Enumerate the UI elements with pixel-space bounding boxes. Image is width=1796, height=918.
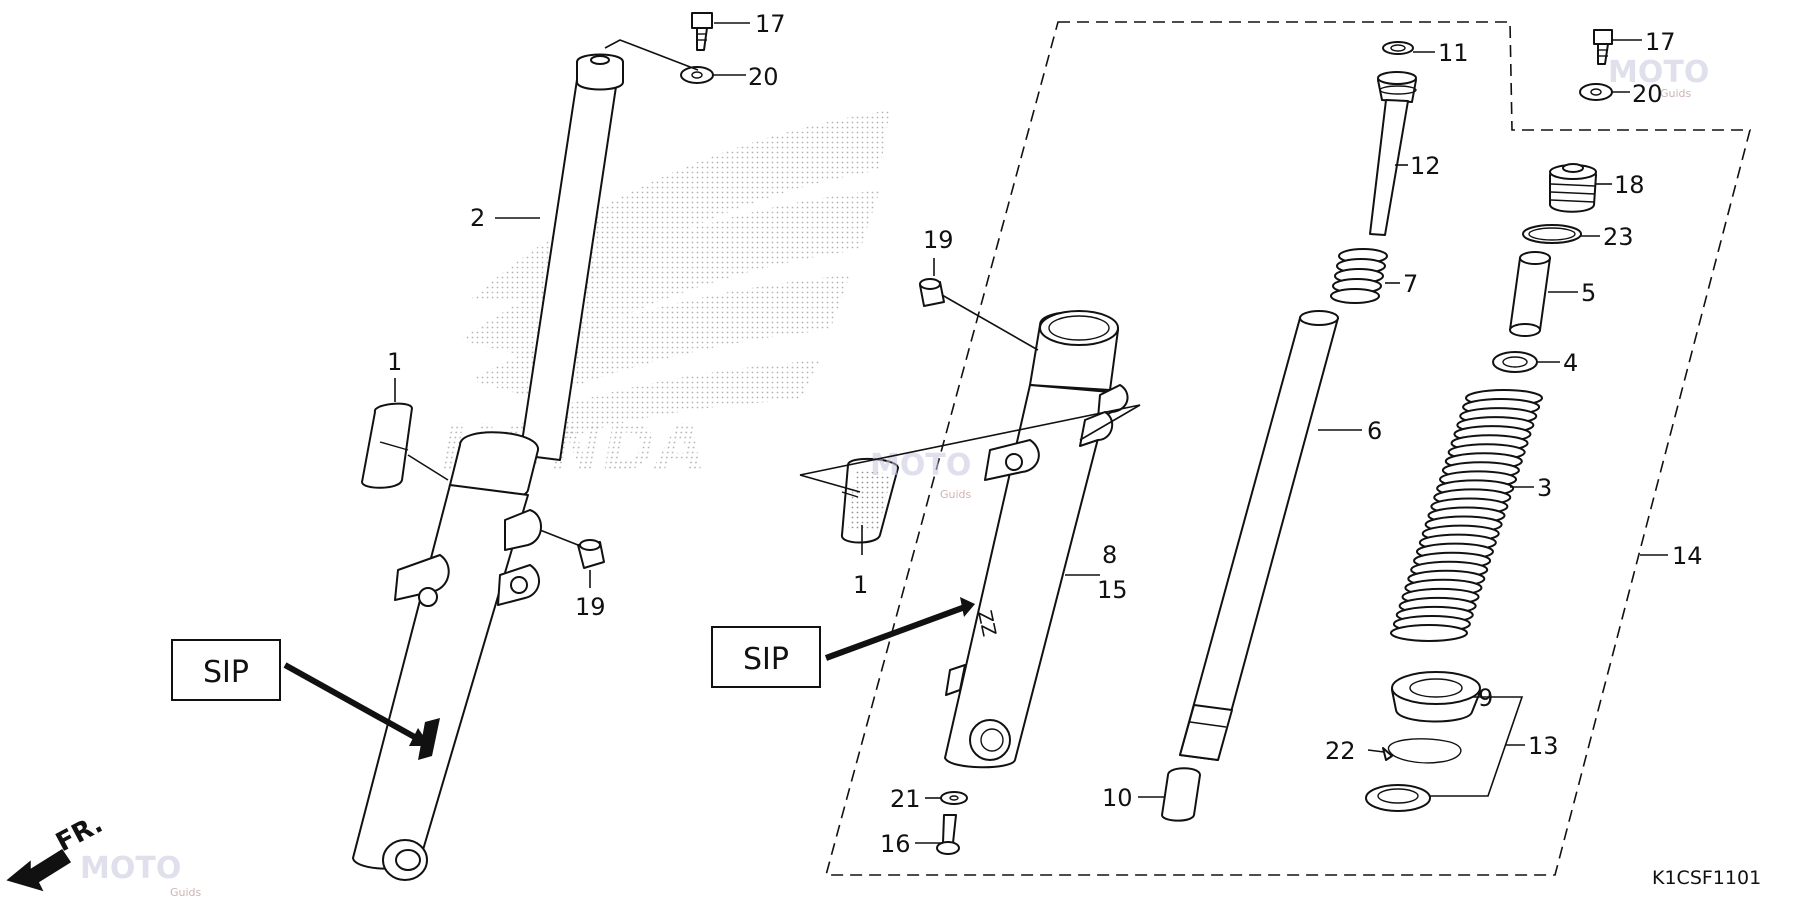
bolt-16	[936, 814, 960, 855]
oil-seal-9	[1391, 671, 1481, 723]
spring-coil	[1390, 624, 1468, 642]
svg-text:Guids: Guids	[940, 488, 972, 501]
exploded-view-boundary	[824, 21, 1752, 876]
bolt-17-left	[691, 12, 713, 51]
spacer-collar-5	[1509, 251, 1551, 337]
fork-slider-exploded: ZZ	[944, 310, 1129, 769]
svg-text:Guids: Guids	[170, 886, 202, 899]
damper-rod	[1369, 71, 1417, 236]
oil-lock-piece	[1161, 767, 1201, 822]
svg-text:Guids: Guids	[1660, 87, 1692, 100]
callout-23: 23	[1603, 223, 1634, 251]
callout-19-left: 19	[575, 593, 606, 621]
reflector-left	[361, 402, 413, 489]
fork-spring-3	[1390, 389, 1543, 642]
washer-21	[940, 791, 968, 805]
callout-2: 2	[470, 204, 485, 232]
callout-18: 18	[1614, 171, 1645, 199]
svg-text:SIP: SIP	[203, 655, 249, 690]
callout-1-right: 1	[853, 571, 868, 599]
callout-4: 4	[1563, 349, 1578, 377]
callout-21: 21	[890, 785, 921, 813]
svg-text:SIP: SIP	[743, 642, 789, 677]
callout-22: 22	[1325, 737, 1356, 765]
fork-outer-slider	[352, 484, 529, 870]
sip-box-left: SIP	[171, 639, 281, 701]
slider-stamp-text: ZZ	[973, 608, 1000, 638]
spring-seat-4	[1492, 351, 1538, 373]
callout-19-right: 19	[923, 226, 954, 254]
circlip-22	[1387, 738, 1462, 764]
callout-17-right: 17	[1645, 28, 1676, 56]
brand-wing-logo: HONDA	[434, 110, 890, 486]
callout-3: 3	[1537, 474, 1552, 502]
inner-tube-exploded	[1179, 310, 1339, 761]
callout-8: 8	[1102, 541, 1117, 569]
callout-14: 14	[1672, 542, 1703, 570]
svg-text:MOTO: MOTO	[1608, 55, 1709, 90]
callout-12: 12	[1410, 152, 1441, 180]
svg-text:MOTO: MOTO	[870, 448, 971, 483]
leader-lines	[394, 22, 1668, 844]
watermark-bottom-left: MOTO Guids	[80, 851, 202, 899]
callout-11: 11	[1438, 39, 1469, 67]
sip-box-right: SIP	[711, 626, 821, 688]
callout-5: 5	[1581, 279, 1596, 307]
backup-ring	[1365, 784, 1431, 812]
callout-10: 10	[1102, 784, 1133, 812]
watermark-center: MOTO Guids	[870, 448, 972, 501]
callout-numbers: 17 20 2 1 19 19 1 8 15 21 16 10 6 11 12 …	[387, 10, 1703, 858]
fork-cap-bolt-18	[1549, 163, 1597, 213]
svg-text:MOTO: MOTO	[80, 851, 181, 886]
left-fork-assembly	[352, 53, 624, 881]
callout-1-left: 1	[387, 348, 402, 376]
piston-ring-11	[1382, 41, 1414, 55]
callout-20-left: 20	[748, 63, 779, 91]
diagram-code: K1CSF1101	[1652, 867, 1761, 889]
callout-7: 7	[1403, 270, 1418, 298]
watermark-top-right: MOTO Guids	[1608, 55, 1709, 100]
callout-16: 16	[880, 830, 911, 858]
callout-17-left: 17	[755, 10, 786, 38]
callout-13: 13	[1528, 732, 1559, 760]
callout-6: 6	[1367, 417, 1382, 445]
callout-20-right: 20	[1632, 80, 1663, 108]
bolt-17-right	[1593, 29, 1613, 65]
callout-15: 15	[1097, 576, 1128, 604]
rebound-spring-7	[1330, 248, 1388, 304]
callout-9: 9	[1478, 684, 1493, 712]
